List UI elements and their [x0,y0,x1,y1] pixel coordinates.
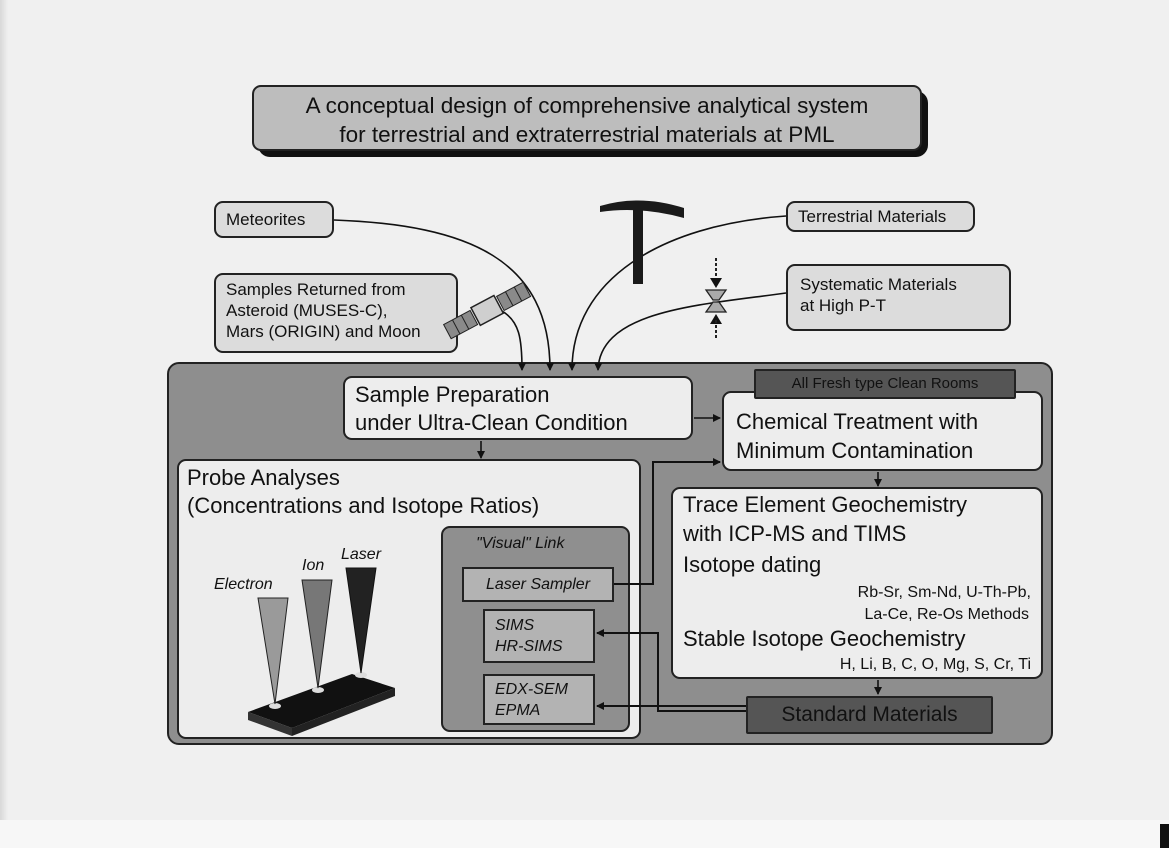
ion-beam-icon [301,579,333,689]
meteorites-connector [333,219,554,371]
terrestrial-label: Terrestrial Materials [798,207,947,226]
laser-sampler-to-chem-arrow [614,458,721,585]
trace-line-3: Isotope dating [683,552,822,577]
meteorites-box: Meteorites [214,201,334,238]
systematic-line-1: Systematic Materials [800,275,957,294]
edx-sem-box: EDX-SEM EPMA [483,674,595,725]
hammer-icon [600,200,684,284]
sample-stage-icon [248,672,395,736]
sims-line-2: HR-SIMS [495,638,563,655]
trace-line-1: Trace Element Geochemistry [683,492,968,517]
electron-beam-icon [257,597,289,705]
title-line-2: for terrestrial and extraterrestrial mat… [339,122,835,147]
trace-element-box: Trace Element Geochemistry with ICP-MS a… [671,487,1043,679]
returned-connector [499,309,526,371]
prep-line-1: Sample Preparation [355,382,550,407]
prep-line-2: under Ultra-Clean Condition [355,410,628,435]
laser-sampler-label: Laser Sampler [485,576,591,593]
standard-to-sims-arrow [596,629,746,712]
chemical-treatment-box: Chemical Treatment with Minimum Contamin… [722,391,1043,471]
anvil-cell-icon [704,258,728,340]
clean-rooms-label: All Fresh type Clean Rooms [791,375,979,392]
electron-label: Electron [214,576,273,593]
laser-beam-label: Laser [341,546,382,563]
probe-line-1: Probe Analyses [187,465,340,490]
sims-line-1: SIMS [495,617,535,634]
returned-line-2: Asteroid (MUSES-C), [226,301,388,320]
satellite-icon [442,281,532,340]
returned-line-1: Samples Returned from [226,280,406,299]
ion-label: Ion [302,557,325,574]
terrestrial-materials-box: Terrestrial Materials [786,201,975,232]
chem-line-2: Minimum Contamination [736,438,974,463]
standard-label: Standard Materials [781,703,958,726]
sims-box: SIMS HR-SIMS [483,609,595,663]
stable-elements: H, Li, B, C, O, Mg, S, Cr, Ti [839,656,1031,673]
stable-isotope-label: Stable Isotope Geochemistry [683,626,966,651]
systematic-materials-box: Systematic Materials at High P-T [786,264,1011,331]
edx-line-2: EPMA [495,702,541,719]
trace-line-2: with ICP-MS and TIMS [683,521,907,546]
systematic-line-2: at High P-T [800,296,886,315]
visual-link-label: "Visual" Link [476,535,565,552]
title-line-1: A conceptual design of comprehensive ana… [305,93,869,118]
systematic-connector [594,292,787,371]
terrestrial-connector [568,215,787,371]
diagram-title: A conceptual design of comprehensive ana… [252,85,922,151]
meteorites-label: Meteorites [226,210,306,229]
scan-bottom-margin [0,820,1169,848]
returned-line-3: Mars (ORIGIN) and Moon [226,322,421,341]
trace-methods-1: Rb-Sr, Sm-Nd, U-Th-Pb, [857,584,1031,601]
laser-sampler-box: Laser Sampler [462,567,614,602]
corner-mark [1160,824,1169,848]
laser-beam-icon [345,567,377,674]
edx-line-1: EDX-SEM [495,681,568,698]
sample-preparation-box: Sample Preparation under Ultra-Clean Con… [343,376,693,440]
returned-samples-box: Samples Returned from Asteroid (MUSES-C)… [214,273,458,353]
chem-line-1: Chemical Treatment with [736,409,979,434]
trace-methods-2: La-Ce, Re-Os Methods [864,606,1029,623]
clean-rooms-banner: All Fresh type Clean Rooms [754,369,1016,399]
standard-materials-box: Standard Materials [746,696,993,734]
probe-line-2: (Concentrations and Isotope Ratios) [187,493,540,518]
scan-edge [0,0,8,848]
